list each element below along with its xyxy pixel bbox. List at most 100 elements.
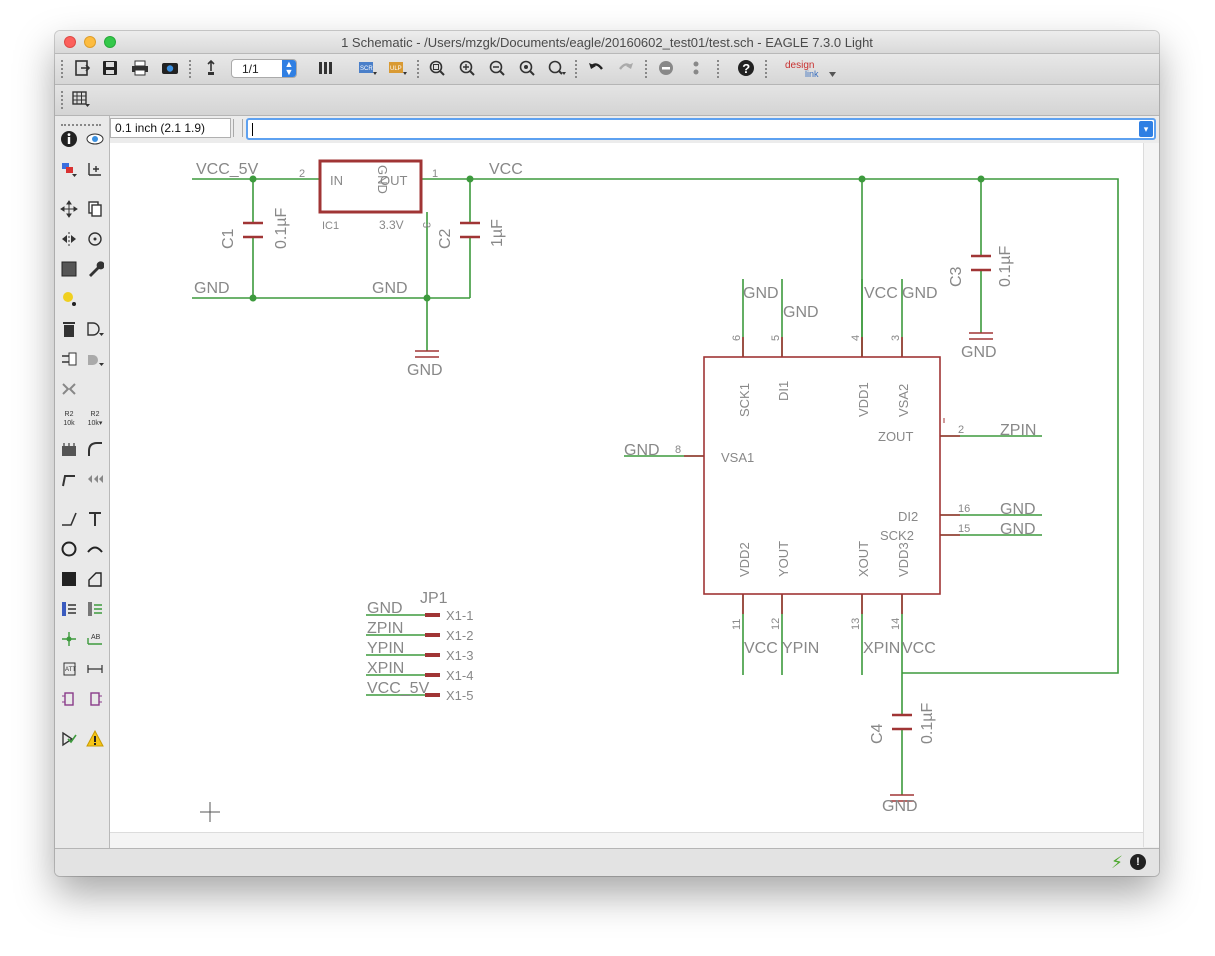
net-wires — [192, 178, 1119, 795]
label-gnd-c4: GND — [882, 798, 918, 815]
label-jp-pin1: X1-1 — [446, 608, 473, 623]
erc-icon[interactable] — [58, 730, 80, 752]
label-vsa2: VSA2 — [896, 384, 911, 417]
junction-dot — [858, 175, 866, 183]
label-gnd-c3: GND — [961, 344, 997, 361]
polygon-icon[interactable] — [84, 570, 106, 592]
junction-icon[interactable] — [58, 630, 80, 652]
paste-icon[interactable] — [58, 290, 80, 312]
zoom-redraw-icon[interactable] — [516, 59, 538, 79]
miter-icon[interactable] — [84, 440, 106, 462]
invoke-icon[interactable] — [84, 470, 106, 492]
label-vdd3: VDD3 — [896, 542, 911, 577]
arc-icon[interactable] — [84, 540, 106, 562]
sheet-stepper-icon[interactable]: ▲▼ — [282, 60, 296, 77]
copy-icon[interactable] — [84, 200, 106, 222]
sheet-select[interactable]: 1/1 ▲▼ — [231, 59, 297, 78]
delete-icon[interactable] — [58, 320, 80, 342]
horizontal-scrollbar[interactable] — [110, 832, 1143, 848]
dimension-icon[interactable] — [84, 660, 106, 682]
command-history-dropdown-icon[interactable]: ▾ — [1139, 121, 1153, 137]
split-icon[interactable] — [58, 470, 80, 492]
toolbar-grip[interactable] — [61, 60, 66, 78]
cam-icon[interactable] — [159, 59, 181, 79]
attribute-icon[interactable]: ATT — [58, 660, 80, 682]
add-icon[interactable] — [84, 320, 106, 342]
mirror-icon[interactable] — [58, 230, 80, 252]
label-c4-name: C4 — [869, 723, 886, 744]
label-jp-net5: VCC_5V — [367, 680, 430, 697]
label-jp-pin2: X1-2 — [446, 628, 473, 643]
print-icon[interactable] — [129, 59, 151, 79]
c4-plates — [892, 713, 912, 731]
label-sck2: SCK2 — [880, 528, 914, 543]
label-reg-in: IN — [330, 173, 343, 188]
close-button[interactable] — [64, 36, 76, 48]
frame2-icon[interactable] — [84, 690, 106, 712]
stop-icon[interactable]: ! — [1130, 854, 1146, 870]
pinswap-icon[interactable] — [58, 350, 80, 372]
save-icon[interactable] — [99, 59, 121, 79]
errors-icon[interactable] — [84, 729, 106, 752]
open-icon[interactable] — [71, 59, 93, 79]
info-icon[interactable] — [58, 130, 80, 152]
label-jp-net2: ZPIN — [367, 620, 403, 637]
gateswap-icon[interactable] — [58, 380, 80, 402]
replace-icon[interactable] — [84, 350, 106, 372]
zoom-button[interactable] — [104, 36, 116, 48]
grid-icon[interactable] — [70, 90, 92, 110]
undo-icon[interactable] — [585, 59, 607, 79]
label-icon[interactable]: AB — [84, 630, 106, 652]
coordinate-display: 0.1 inch (2.1 1.9) — [110, 118, 231, 138]
lightning-icon[interactable]: ⚡ — [1111, 853, 1123, 872]
wire-icon[interactable] — [58, 510, 80, 532]
label-pin3: 3 — [890, 335, 902, 341]
zoom-in-icon[interactable] — [456, 59, 478, 79]
go-icon[interactable] — [685, 59, 707, 79]
c3-plates — [971, 254, 991, 272]
sidebar-grip[interactable] — [61, 124, 101, 126]
export-icon[interactable] — [200, 59, 222, 79]
circle-icon[interactable] — [58, 540, 80, 562]
rect-icon[interactable] — [58, 570, 80, 592]
junction-dot — [423, 294, 431, 302]
label-c2-value: 1µF — [489, 219, 506, 247]
designlink-icon[interactable]: design link — [783, 57, 841, 81]
zoom-select-icon[interactable] — [546, 59, 568, 79]
script-icon[interactable]: SCR — [357, 59, 379, 79]
net-icon[interactable] — [84, 600, 106, 622]
text-icon[interactable] — [84, 510, 106, 532]
zoom-out-icon[interactable] — [486, 59, 508, 79]
schematic-canvas[interactable]: VCC_5V VCC GND GND GND GND GND GND GND V… — [110, 143, 1143, 833]
redo-icon[interactable] — [615, 59, 637, 79]
command-separator — [233, 119, 243, 137]
label-jp-pin3: X1-3 — [446, 648, 473, 663]
move-icon[interactable] — [58, 200, 80, 222]
mark-icon[interactable] — [84, 160, 106, 182]
label-gnd-left: GND — [194, 280, 230, 297]
stop-icon[interactable] — [655, 59, 677, 79]
toolbar-grip[interactable] — [61, 91, 66, 109]
show-icon[interactable] — [84, 130, 106, 152]
label-vcc-pin14: VCC — [902, 640, 936, 657]
label-pin11: 11 — [731, 619, 743, 630]
bus-icon[interactable] — [58, 600, 80, 622]
svg-text:SCR: SCR — [360, 66, 373, 72]
command-input[interactable]: ▾ — [246, 118, 1156, 140]
group-icon[interactable] — [58, 260, 80, 282]
rotate-icon[interactable] — [84, 230, 106, 252]
sensor-body — [703, 356, 941, 595]
frame-icon[interactable] — [58, 690, 80, 712]
library-icon[interactable] — [315, 59, 337, 79]
junction-dot — [466, 175, 474, 183]
layer-icon[interactable] — [58, 160, 80, 182]
zoom-fit-icon[interactable] — [426, 59, 448, 79]
smash-icon[interactable] — [58, 440, 80, 462]
minimize-button[interactable] — [84, 36, 96, 48]
run-ulp-icon[interactable]: ULP — [387, 59, 409, 79]
help-icon[interactable]: ? — [735, 59, 757, 79]
change-icon[interactable] — [84, 260, 106, 282]
vertical-scrollbar[interactable] — [1143, 143, 1159, 847]
